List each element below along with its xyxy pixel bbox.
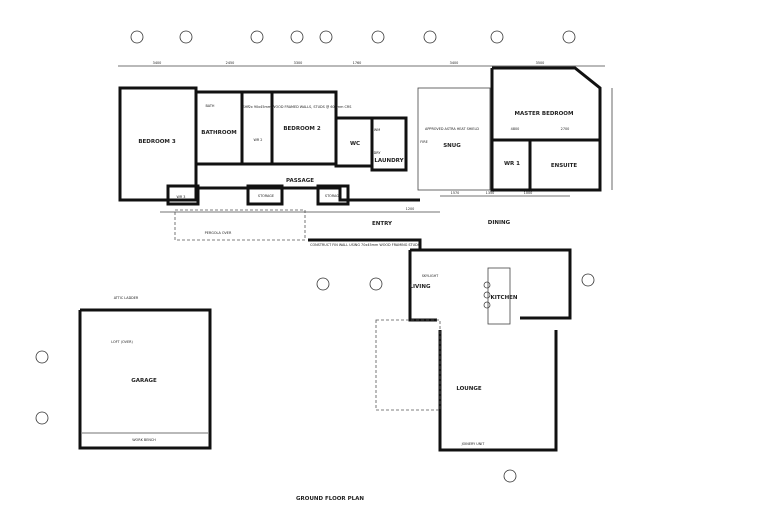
walls bbox=[78, 66, 602, 452]
dimension-labels: 3400 2450 3300 1760 3400 3500 4800 2700 … bbox=[153, 61, 570, 211]
label-wr3: WR 3 bbox=[177, 195, 186, 199]
label-bath: BATH bbox=[205, 104, 214, 108]
label-storage-2: STORAGE bbox=[325, 194, 341, 198]
dimension-lines bbox=[118, 65, 613, 213]
dimension-label: 1350 bbox=[486, 191, 495, 195]
note-bedroom2-walls: 2x 90x45mm WOOD FRAMED WALLS, STUDS @ 60… bbox=[249, 105, 352, 109]
label-wm: WM bbox=[374, 128, 380, 132]
label-work-bench: WORK BENCH bbox=[132, 438, 156, 442]
dimension-label: 3300 bbox=[294, 61, 303, 65]
label-wc: WC bbox=[350, 141, 360, 147]
dimension-label: 2450 bbox=[226, 61, 235, 65]
label-lounge: LOUNGE bbox=[456, 386, 482, 392]
dimension-label: 3500 bbox=[536, 61, 545, 65]
label-dry: DRY bbox=[374, 151, 382, 155]
dimension-label: 4800 bbox=[511, 127, 520, 131]
room-labels: BEDROOM 3 BATHROOM BATH SHR WR 2 BEDROOM… bbox=[111, 104, 577, 502]
label-bedroom-2: BEDROOM 2 bbox=[283, 126, 320, 132]
label-wr2: WR 2 bbox=[254, 138, 263, 142]
dimension-label: 3400 bbox=[153, 61, 162, 65]
label-entry: ENTRY bbox=[372, 221, 393, 227]
grid-markers bbox=[35, 30, 595, 483]
label-bedroom-3: BEDROOM 3 bbox=[138, 139, 175, 145]
label-snug: SNUG bbox=[443, 143, 461, 149]
dimension-label: 1570 bbox=[451, 191, 460, 195]
label-master-bedroom: MASTER BEDROOM bbox=[515, 111, 574, 117]
dimension-label: 1760 bbox=[353, 61, 362, 65]
dimension-label: 3400 bbox=[450, 61, 459, 65]
label-garage: GARAGE bbox=[131, 378, 157, 384]
label-living: LIVING bbox=[410, 284, 431, 290]
label-loft: LOFT (OVER) bbox=[111, 340, 133, 344]
dimension-label: 1000 bbox=[524, 191, 533, 195]
note-fin-wall: CONSTRUCT FIN WALL USING 70x45mm WOOD FR… bbox=[310, 243, 420, 247]
note-skylight: SKYLIGHT bbox=[422, 274, 439, 278]
label-kitchen: KITCHEN bbox=[490, 295, 517, 301]
label-fire: FIRE bbox=[420, 140, 427, 144]
label-passage: PASSAGE bbox=[286, 178, 314, 184]
dimension-label: 1200 bbox=[406, 207, 415, 211]
label-ensuite: ENSUITE bbox=[551, 163, 578, 169]
note-attic-ladder: ATTIC LADDER bbox=[114, 296, 139, 300]
note-pergola: PERGOLA OVER bbox=[205, 231, 232, 235]
plan-title: GROUND FLOOR PLAN bbox=[296, 496, 364, 502]
label-bathroom: BATHROOM bbox=[201, 130, 236, 136]
label-laundry: LAUNDRY bbox=[374, 158, 404, 164]
note-heat-shield: APPROVED ASTRA HEAT SHIELD bbox=[425, 127, 479, 131]
label-storage-1: STORAGE bbox=[258, 194, 274, 198]
label-shower: SHR bbox=[242, 105, 250, 109]
label-joinery: JOINERY UNIT bbox=[461, 442, 486, 446]
label-wr1: WR 1 bbox=[504, 161, 520, 167]
label-dining: DINING bbox=[488, 220, 511, 226]
dimension-label: 2700 bbox=[561, 127, 570, 131]
